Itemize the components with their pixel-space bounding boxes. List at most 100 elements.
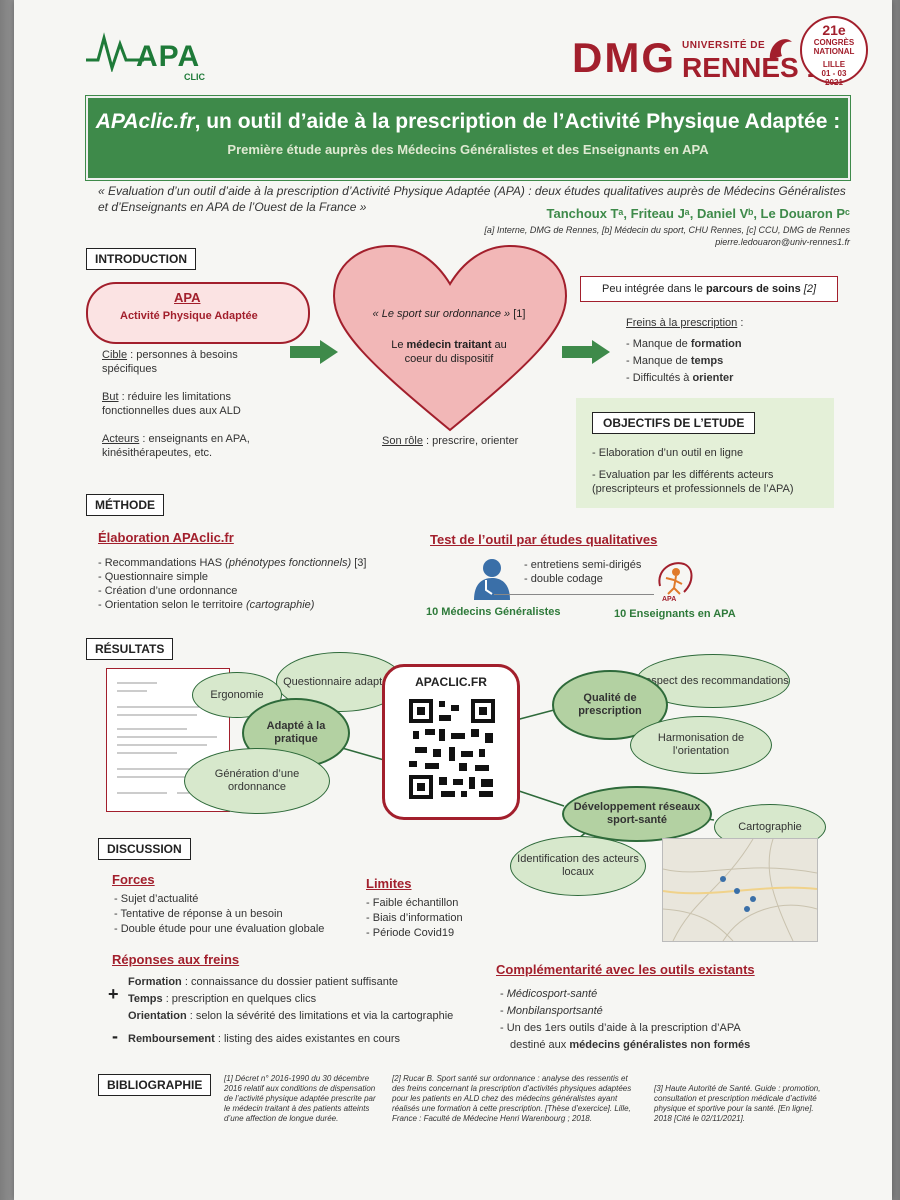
limites-list: - Faible échantillon - Biais d’informati… xyxy=(366,896,463,941)
frein-pre: Manque de xyxy=(632,338,691,350)
heart-quote: « Le sport sur ordonnance » xyxy=(372,308,511,320)
elab-italic: (cartographie) xyxy=(245,599,315,611)
reponse-orientation: Orientation : selon la sévérité des limi… xyxy=(128,1008,453,1025)
parcours-box: Peu intégrée dans le parcours de soins [… xyxy=(580,276,838,302)
frein-pre: Difficultés à xyxy=(632,372,693,384)
force-text: Tentative de réponse à un besoin xyxy=(120,908,283,920)
temps-label: Temps xyxy=(128,993,163,1005)
elab-text: - Orientation selon le territoire xyxy=(98,599,246,611)
apa-logo-icon xyxy=(86,32,144,72)
parcours-b: parcours de soins xyxy=(705,283,801,295)
heart-quote-line: « Le sport sur ordonnance » [1] xyxy=(354,308,544,320)
congres-city: LILLE xyxy=(822,60,846,69)
heart-ref: [1] xyxy=(510,308,526,320)
freins-list: - Manque de formation - Manque de temps … xyxy=(626,336,742,387)
role-line: Son rôle : prescrire, orienter xyxy=(382,434,518,448)
title-brand: APAclic.fr xyxy=(95,110,195,133)
elab-item: - Questionnaire simple xyxy=(98,570,366,584)
temps-text: : prescription en quelques clics xyxy=(162,993,317,1005)
limite-item: - Faible échantillon xyxy=(366,897,459,909)
poster: APA CLIC DMG UNIVERSITÉ DE RENNES 1 21e … xyxy=(14,0,892,1200)
authors: Tanchoux Tᵃ, Friteau Jᵃ, Daniel Vᵇ, Le D… xyxy=(546,206,850,221)
compl-title: Complémentarité avec les outils existant… xyxy=(496,962,755,977)
congres-seal: 21e CONGRÈS NATIONAL LILLE 01 - 03 2021 xyxy=(800,16,868,87)
acteurs-text: : enseignants en APA, kinésithérapeutes,… xyxy=(102,433,250,459)
freins-title: Freins à la prescription : xyxy=(626,316,743,330)
role-text: : prescrire, orienter xyxy=(422,435,519,447)
cloud-sub: Activité Physique Adaptée xyxy=(120,310,258,322)
reponse-remboursement: Remboursement : listing des aides exista… xyxy=(128,1032,400,1046)
resultats-heading: RÉSULTATS xyxy=(86,638,174,660)
parcours-a: Peu intégrée dans le xyxy=(601,283,706,295)
compl-text: Un des 1ers outils d’aide à la prescript… xyxy=(506,1022,741,1034)
reponses-title: Réponses aux freins xyxy=(112,952,240,967)
compl-bold: médecins généralistes non formés xyxy=(569,1039,751,1051)
elab-ref: [3] xyxy=(351,557,367,569)
qr-label: APACLIC.FR xyxy=(415,675,487,689)
parcours-ref: [2] xyxy=(800,283,817,295)
compl-text: Monbilansportsanté xyxy=(506,1005,603,1017)
title-main: , un outil d’aide à la prescription de l… xyxy=(194,110,841,133)
frein-bold: temps xyxy=(690,355,724,367)
biblio-ref-1: [1] Décret n° 2016-1990 du 30 décembre 2… xyxy=(224,1074,376,1123)
formation-label: Formation xyxy=(128,976,182,988)
map-icon xyxy=(662,838,818,942)
test-2: - double codage xyxy=(524,573,603,585)
orientation-label: Orientation xyxy=(128,1010,187,1022)
plus-sign: + xyxy=(108,984,119,1004)
univ-de-text: UNIVERSITÉ DE xyxy=(682,40,766,51)
bubble-respect: Respect des recommandations xyxy=(636,654,790,708)
elab-item: - Recommandations HAS (phénotypes foncti… xyxy=(98,556,366,570)
apa-logo-text: APA xyxy=(136,40,201,73)
elab-text: - Recommandations HAS xyxy=(98,557,226,569)
biblio-heading: BIBLIOGRAPHIE xyxy=(98,1074,212,1096)
biblio-ref-3: [3] Haute Autorité de Santé. Guide : pro… xyxy=(654,1084,821,1123)
apa-logo-sub: CLIC xyxy=(184,72,205,82)
cible-text: : personnes à besoins spécifiques xyxy=(102,349,238,375)
limite-item: - Période Covid19 xyxy=(366,927,455,939)
intro-heading: INTRODUCTION xyxy=(86,248,196,270)
elab-text: - Questionnaire simple xyxy=(98,571,209,583)
congres-num: 21e xyxy=(822,22,846,38)
formation-text: : connaissance du dossier patient suffis… xyxy=(181,976,399,988)
apa-icon-label: APA xyxy=(662,596,677,603)
elab-item: - Création d’une ordonnance xyxy=(98,584,366,598)
compl-item: - Médicosport-santé xyxy=(500,988,598,1000)
reponse-formation: Formation : connaissance du dossier pati… xyxy=(128,974,453,991)
acteurs-label: Acteurs xyxy=(102,433,140,445)
qr-code-icon xyxy=(409,699,495,799)
test-title: Test de l’outil par études qualitatives xyxy=(430,532,658,547)
reponse-temps: Temps : prescription en quelques clics xyxy=(128,991,453,1008)
obj1-text: Elaboration d’un outil en ligne xyxy=(598,447,744,459)
reponses-plus: Formation : connaissance du dossier pati… xyxy=(128,974,453,1025)
poster-title: APAclic.fr, un outil d’aide à la prescri… xyxy=(88,110,848,134)
objectifs-heading: OBJECTIFS DE L’ETUDE xyxy=(592,412,756,434)
enseignants-count: 10 Enseignants en APA xyxy=(614,608,736,620)
intro-cible: Cible : personnes à besoins spécifiques xyxy=(102,348,272,376)
force-item: - Double étude pour une évaluation globa… xyxy=(114,923,325,935)
heart-l1b: au xyxy=(491,339,507,351)
arrow-right-icon xyxy=(290,340,338,364)
elab-italic: (phénotypes fonctionnels) xyxy=(225,557,352,569)
congres-year: 2021 xyxy=(825,78,843,87)
force-item: - Tentative de réponse à un besoin xyxy=(114,908,283,920)
cloud-title: APA xyxy=(174,290,201,305)
frein-item: - Manque de temps xyxy=(626,355,724,367)
congres-label: CONGRÈS NATIONAL xyxy=(813,38,855,56)
rennes-logo: RENNES 1 xyxy=(682,52,823,83)
freins-label: Freins à la prescription xyxy=(626,317,738,329)
intro-but: But : réduire les limitations fonctionne… xyxy=(102,390,292,418)
frein-item: - Difficultés à orienter xyxy=(626,372,734,384)
frein-item: - Manque de formation xyxy=(626,338,742,350)
methode-heading: MÉTHODE xyxy=(86,494,164,516)
heart-l2: coeur du dispositif xyxy=(404,353,494,365)
force-text: Sujet d’actualité xyxy=(120,893,199,905)
affiliations: [a] Interne, DMG de Rennes, [b] Médecin … xyxy=(484,225,850,235)
test-1: - entretiens semi-dirigés xyxy=(524,559,642,571)
elab-item: - Orientation selon le territoire (carto… xyxy=(98,598,366,612)
heart-bold: médecin traitant xyxy=(406,339,492,351)
compl-text: destiné aux xyxy=(510,1039,570,1051)
elab-text: - Création d’une ordonnance xyxy=(98,585,238,597)
frein-pre: Manque de xyxy=(632,355,691,367)
dmg-logo: DMG xyxy=(572,34,676,81)
